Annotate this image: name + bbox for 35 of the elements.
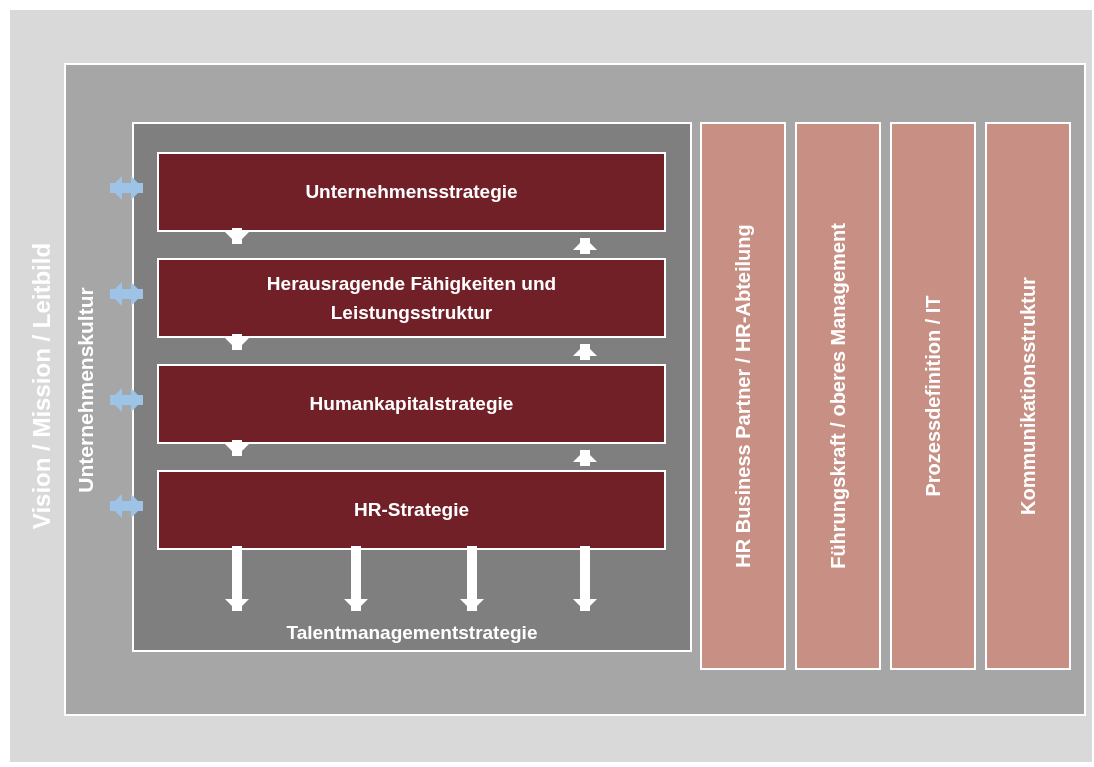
layer-title: Humankapitalstrategie [308, 391, 515, 416]
pillar-box [985, 122, 1071, 670]
arrow [344, 546, 368, 611]
pillar-box [890, 122, 976, 670]
arrow [225, 334, 249, 350]
pillar-label: Kommunikationsstruktur [1016, 277, 1040, 515]
layer-title: Herausragende Fähigkeiten und Leistungsstruktur [265, 271, 558, 325]
double-arrow [110, 176, 143, 200]
strategy-layer-box [157, 364, 666, 444]
strategy-panel [132, 122, 692, 652]
double-arrow [110, 388, 143, 412]
pillar-label: Prozessdefinition / IT [921, 295, 945, 497]
double-arrow [110, 494, 143, 518]
culture-panel [64, 63, 1086, 716]
arrow [573, 344, 597, 360]
outer-panel [10, 10, 1092, 762]
arrow [225, 440, 249, 456]
pillar-label: Führungskraft / oberes Management [826, 223, 850, 569]
arrow [460, 546, 484, 611]
arrow [573, 238, 597, 254]
arrow [225, 228, 249, 244]
layer-title: HR-Strategie [352, 497, 471, 522]
pillar-box [700, 122, 786, 670]
panel-title: Talentmanagementstrategie [285, 622, 539, 644]
panel-title: Unternehmenskultur [74, 286, 98, 493]
arrow [225, 546, 249, 611]
layer-title: Unternehmensstrategie [304, 179, 519, 204]
arrow [573, 450, 597, 466]
strategy-layer-box [157, 258, 666, 338]
strategy-layer-box [157, 152, 666, 232]
double-arrow [110, 282, 143, 306]
strategy-layer-box [157, 470, 666, 550]
arrow [573, 546, 597, 611]
pillar-label: HR Business Partner / HR-Abteilung [731, 224, 755, 568]
pillar-box [795, 122, 881, 670]
